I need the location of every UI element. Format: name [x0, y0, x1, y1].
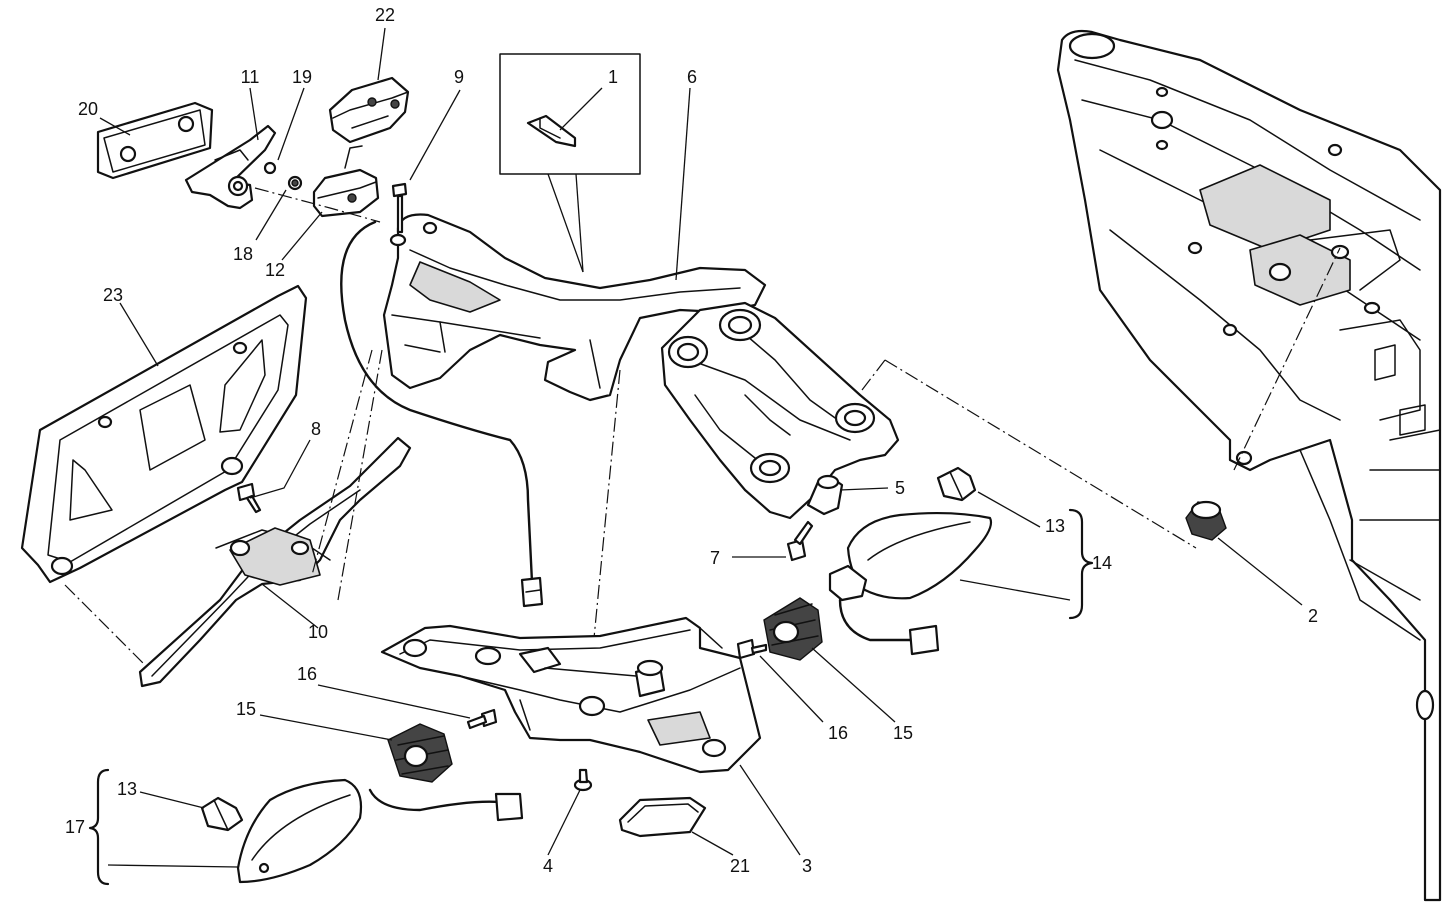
callout-21: 21 [730, 856, 750, 876]
callout-12: 12 [265, 260, 285, 280]
callout-6: 6 [687, 67, 697, 87]
license-plate-holder [20, 284, 308, 584]
bushing-2 [1185, 500, 1227, 541]
screw-4 [573, 768, 593, 792]
callout-8: 8 [311, 419, 321, 439]
wiring-cable [340, 220, 544, 608]
grommet-15-left [387, 723, 453, 783]
callout-11: 11 [241, 67, 260, 87]
callout-5: 5 [895, 478, 905, 498]
part-1-inset [499, 53, 641, 273]
screw-16-left [466, 708, 498, 730]
license-light-assembly [96, 101, 381, 223]
leader-lines [99, 27, 1303, 868]
callout-15-left: 15 [236, 699, 256, 719]
callout-labels: 1 2 3 4 5 6 7 8 9 10 11 12 13 13 14 15 1… [65, 5, 1318, 876]
callout-9: 9 [454, 67, 464, 87]
plate-support-arm [138, 436, 412, 688]
grommet-15-right [763, 597, 823, 661]
screw-7 [786, 520, 814, 562]
bulb-13-left [200, 796, 244, 832]
reflector-21 [618, 796, 707, 838]
callout-16-left: 16 [297, 664, 317, 684]
callout-20: 20 [78, 99, 98, 119]
rear-subframe [1056, 29, 1442, 902]
main-support-bracket [382, 213, 900, 520]
callout-7: 7 [710, 548, 720, 568]
lower-mount-tray [380, 616, 762, 774]
bulb-13-right [936, 466, 977, 502]
callout-14: 14 [1092, 553, 1112, 573]
left-turn-indicator [236, 778, 524, 884]
screw-16-right [736, 638, 768, 660]
callout-16-right: 16 [828, 723, 848, 743]
callout-22: 22 [375, 5, 395, 25]
callout-13-right: 13 [1045, 516, 1065, 536]
screw-9 [391, 182, 408, 234]
right-turn-indicator [828, 511, 993, 656]
screw-8 [236, 482, 262, 514]
connector-12 [312, 145, 380, 218]
callout-1: 1 [608, 67, 618, 87]
callout-4: 4 [543, 856, 553, 876]
callout-2: 2 [1308, 606, 1318, 626]
callout-23: 23 [103, 285, 123, 305]
callout-10: 10 [308, 622, 328, 642]
connector-22 [328, 76, 410, 144]
callout-19: 19 [292, 67, 312, 87]
group-brace-14 [1068, 508, 1094, 620]
grommet-5 [806, 474, 844, 516]
callout-15-right: 15 [893, 723, 913, 743]
callout-3: 3 [802, 856, 812, 876]
callout-13-left: 13 [117, 779, 137, 799]
callout-17: 17 [65, 817, 85, 837]
callout-18: 18 [233, 244, 253, 264]
group-brace-17 [88, 768, 110, 886]
